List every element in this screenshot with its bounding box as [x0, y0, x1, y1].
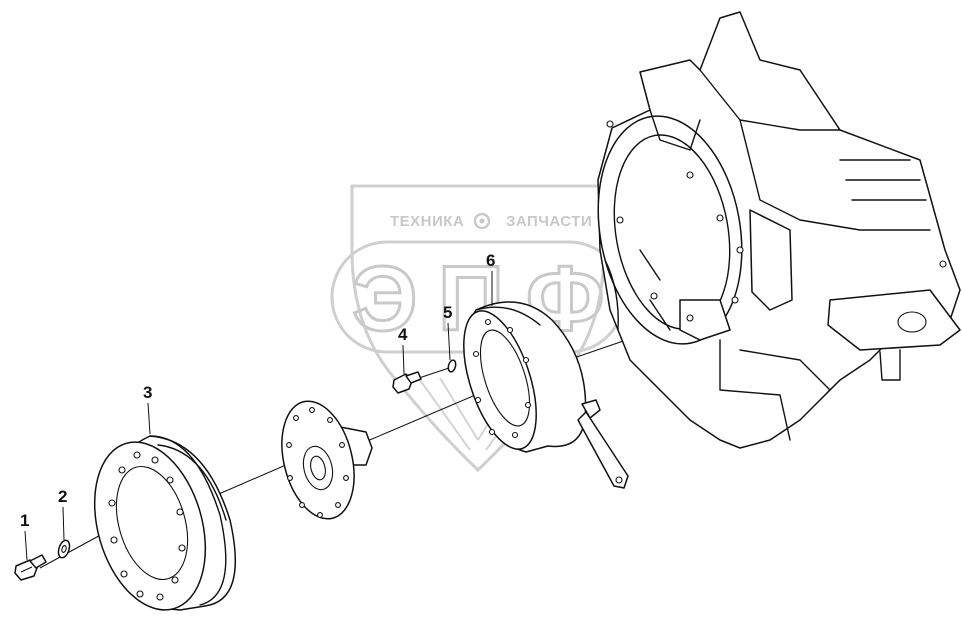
part-1-bolt: [14, 554, 47, 581]
callouts: 1 2 3 4 5 6: [20, 251, 495, 561]
part-6-housing: [463, 301, 629, 489]
gear-icon: [473, 212, 491, 230]
callout-5: 5: [443, 303, 452, 322]
flange-bolt-holes: [286, 407, 349, 518]
callout-1: 1: [20, 511, 29, 530]
callout-2: 2: [58, 487, 67, 506]
pulley-bolt-holes: [108, 451, 186, 601]
part-3-pulley: [93, 435, 237, 611]
watermark-letter-1: Э: [352, 248, 417, 350]
part-5-washer: [447, 359, 457, 373]
callout-3: 3: [143, 383, 152, 402]
flange-hub: [281, 400, 373, 520]
housing-bolt-holes: [472, 318, 532, 439]
callout-6: 6: [486, 251, 495, 270]
watermark-band-right: ЗАПЧАСТИ: [506, 213, 592, 230]
part-2-washer: [57, 539, 71, 559]
watermark-shield: [350, 184, 606, 473]
callout-4: 4: [398, 325, 408, 344]
transmission-housing: [597, 11, 961, 449]
watermark-band-left: ТЕХНИКА: [390, 213, 464, 230]
part-4-screw: [392, 371, 422, 394]
